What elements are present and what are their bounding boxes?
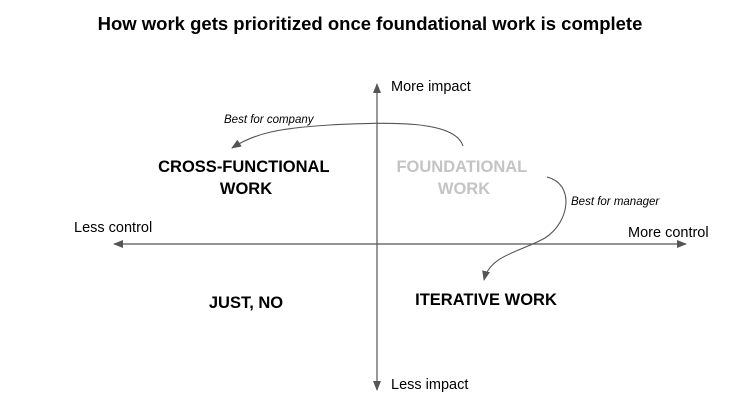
annotation-best-for-company: Best for company: [224, 114, 315, 126]
diagram-title: How work gets prioritized once foundatio…: [98, 13, 643, 34]
arrow-best-for-manager: [482, 176, 567, 281]
axis-label-less-impact: Less impact: [391, 377, 468, 393]
arrow-best-for-company: [231, 122, 464, 149]
quadrant-foundational-line-1: FOUNDATIONAL: [396, 158, 527, 176]
axis-label-more-impact: More impact: [391, 79, 471, 95]
quadrant-cross-functional-line-1: CROSS-FUNCTIONAL: [158, 158, 329, 176]
axis-label-less-control: Less control: [74, 220, 152, 236]
quadrant-just-no: JUST, NO: [209, 294, 283, 312]
quadrant-cross-functional-work: CROSS-FUNCTIONAL WORK: [158, 158, 334, 198]
quadrant-foundational-work: FOUNDATIONAL WORK: [396, 158, 531, 198]
quadrant-iterative-work: ITERATIVE WORK: [415, 291, 557, 309]
quadrant-cross-functional-line-2: WORK: [220, 180, 272, 198]
annotation-best-for-manager: Best for manager: [571, 196, 660, 208]
quadrant-foundational-line-2: WORK: [438, 180, 490, 198]
axis-label-more-control: More control: [628, 225, 709, 241]
